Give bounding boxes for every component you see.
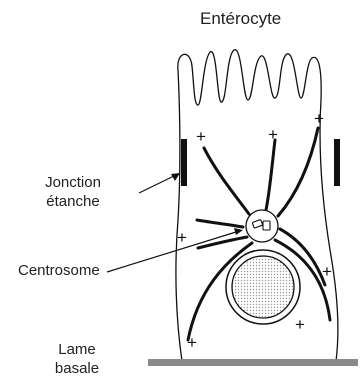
plus-end-marker: + xyxy=(177,228,187,247)
nucleus xyxy=(226,250,300,324)
plus-end-marker: + xyxy=(187,333,197,352)
plus-end-marker: + xyxy=(314,109,324,128)
plus-end-marker: + xyxy=(196,127,206,146)
junction-pointer-arrow xyxy=(139,173,180,193)
tight-junction-right xyxy=(334,139,340,186)
plus-end-marker: + xyxy=(295,315,305,334)
centrosome xyxy=(246,210,278,242)
tight-junction-left xyxy=(181,139,187,186)
basal-lamina xyxy=(148,359,358,366)
plus-end-marker: + xyxy=(322,262,332,281)
centrosome-pointer-arrow xyxy=(107,228,243,272)
plus-end-marker: + xyxy=(268,125,278,144)
